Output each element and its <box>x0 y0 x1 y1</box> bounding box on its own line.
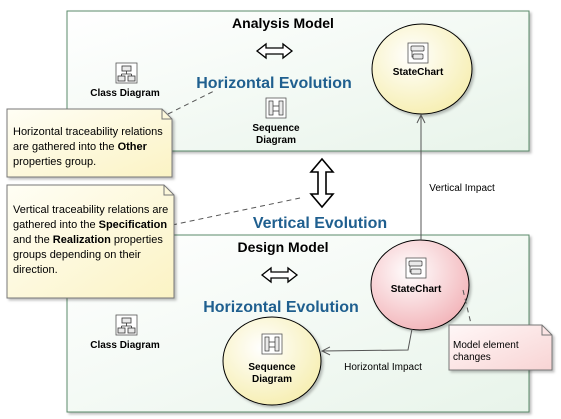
analysis-model-title: Analysis Model <box>232 15 334 31</box>
note-horizontal-bold-other: Other <box>117 141 147 153</box>
design-statechart[interactable]: StateChart <box>370 239 470 331</box>
note-vertical-bold-specification: Specification <box>98 219 168 231</box>
note-horizontal-text-part: properties group. <box>13 156 97 168</box>
design-model-title: Design Model <box>237 239 328 255</box>
note-change-line: changes <box>453 352 491 363</box>
design-class-diagram-label: Class Diagram <box>90 340 160 351</box>
horizontal-impact-connector[interactable] <box>322 328 413 351</box>
analysis-statechart[interactable]: StateChart <box>371 23 473 115</box>
vertical-impact-label: Vertical Impact <box>429 183 495 194</box>
design-sequence-label-line2: Diagram <box>252 374 292 385</box>
note-model-element-changes[interactable] <box>448 324 553 371</box>
note-change-line: Model element <box>453 340 519 351</box>
analysis-horizontal-evolution-label: Horizontal Evolution <box>196 75 352 92</box>
class-diagram-icon <box>115 314 138 336</box>
analysis-sequence-diagram[interactable]: Sequence Diagram <box>252 97 300 146</box>
note-vertical-bold-realization: Realization <box>52 234 111 246</box>
design-class-diagram[interactable]: Class Diagram <box>90 314 160 351</box>
note-vertical-text-part: properties groups depending on their dir… <box>13 234 163 276</box>
note-vertical-traceability[interactable] <box>6 184 175 299</box>
note-vertical-text: Vertical traceability relations are gath… <box>13 203 171 278</box>
sequence-diagram-icon <box>265 97 287 119</box>
note-change-text: Model element changes <box>453 340 545 364</box>
horizontal-evolution-arrow-icon <box>255 42 294 60</box>
analysis-sequence-label-line1: Sequence <box>252 123 300 134</box>
analysis-sequence-label-line2: Diagram <box>256 135 296 146</box>
note-anchor-change <box>462 289 473 329</box>
class-diagram-icon <box>115 62 138 84</box>
design-statechart-label: StateChart <box>391 284 442 295</box>
analysis-statechart-label: StateChart <box>393 67 444 78</box>
note-vertical-text-part: Vertical traceability relations are gath… <box>13 204 169 231</box>
vertical-evolution-label: Vertical Evolution <box>253 215 387 232</box>
statechart-icon <box>407 42 429 64</box>
note-horizontal-traceability[interactable] <box>6 108 173 178</box>
analysis-class-diagram-label: Class Diagram <box>90 88 160 99</box>
vertical-evolution-arrow-icon <box>309 157 335 209</box>
note-anchor-vertical <box>171 197 301 226</box>
note-vertical-text-part: and the <box>13 234 53 246</box>
design-horizontal-evolution-label: Horizontal Evolution <box>203 299 359 316</box>
design-sequence-label-line1: Sequence <box>248 362 296 373</box>
note-horizontal-text-part: Horizontal traceability relations are ga… <box>13 126 163 153</box>
statechart-icon <box>405 257 427 279</box>
sequence-diagram-icon <box>261 333 283 355</box>
analysis-class-diagram[interactable]: Class Diagram <box>90 62 160 99</box>
design-sequence-diagram[interactable]: Sequence Diagram <box>222 316 322 406</box>
design-horizontal-evolution-arrow-icon <box>260 266 299 284</box>
note-horizontal-text: Horizontal traceability relations are ga… <box>13 125 169 170</box>
horizontal-impact-label: Horizontal Impact <box>344 362 422 373</box>
